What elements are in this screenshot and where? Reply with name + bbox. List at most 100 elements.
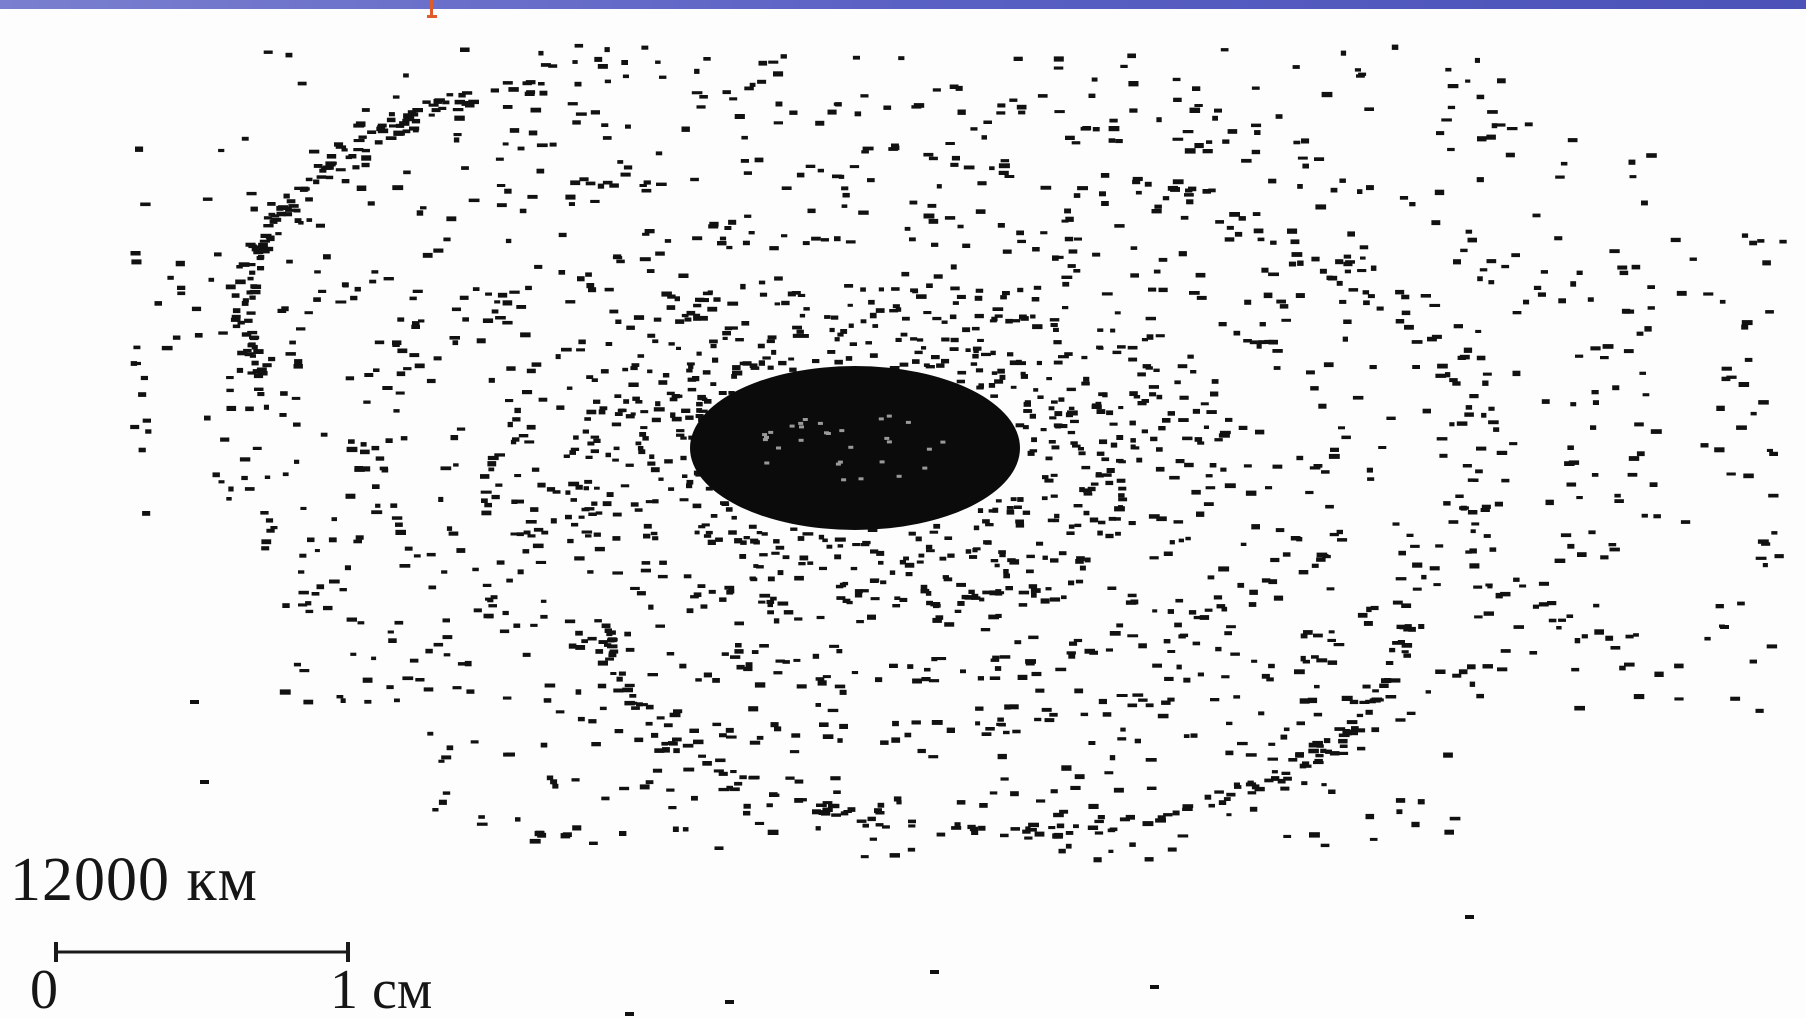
scatter-dot (298, 590, 309, 595)
scatter-dot (642, 232, 650, 236)
scatter-dot (696, 408, 703, 413)
scatter-dot (476, 822, 488, 826)
scatter-dot (1311, 655, 1319, 659)
scatter-dot (1118, 486, 1127, 491)
scatter-dot (450, 435, 459, 441)
scatter-dot (1372, 689, 1379, 693)
scatter-dot (997, 753, 1007, 760)
scatter-dot (1366, 185, 1374, 191)
scatter-dot (962, 243, 971, 248)
scatter-dot (1115, 531, 1121, 536)
scatter-dot (1193, 615, 1201, 620)
scatter-dot (972, 548, 978, 553)
scatter-dot (910, 337, 918, 341)
scatter-dot (935, 615, 944, 620)
scatter-dot (1532, 213, 1541, 218)
scatter-dot (817, 168, 824, 173)
scatter-dot (1255, 429, 1265, 435)
scatter-dot (1107, 586, 1117, 590)
scatter-dot (1027, 450, 1035, 456)
scatter-dot (957, 224, 964, 229)
scatter-dot (860, 855, 869, 859)
scatter-dot (842, 581, 849, 586)
scatter-dot (975, 706, 984, 711)
scatter-dot (565, 490, 571, 495)
scatter-dot (318, 289, 327, 293)
scatter-dot (1771, 531, 1778, 535)
scatter-dot (357, 621, 365, 625)
scatter-dot (1184, 462, 1194, 468)
scatter-dot (918, 553, 925, 558)
scatter-dot (1523, 299, 1530, 305)
scatter-dot (1325, 749, 1332, 754)
scatter-dot (1320, 843, 1330, 848)
scatter-dot (428, 103, 439, 107)
scatter-dot (530, 507, 539, 512)
scatter-dot (1004, 175, 1015, 178)
scatter-dot (1676, 290, 1687, 296)
scatter-dot (1053, 66, 1064, 70)
scatter-dot (912, 359, 920, 364)
scatter-dot (1157, 815, 1166, 819)
core-speckle (837, 460, 843, 464)
scatter-dot (1148, 287, 1157, 292)
scatter-dot (802, 241, 810, 246)
scatter-dot (1410, 544, 1420, 548)
scatter-dot (697, 394, 706, 401)
scatter-dot (1101, 201, 1109, 206)
scatter-dot (1077, 186, 1088, 191)
scatter-dot (395, 529, 406, 535)
scatter-dot (1129, 842, 1136, 847)
scatter-dot (743, 536, 750, 540)
scatter-dot (251, 344, 258, 350)
scatter-dot (1538, 602, 1549, 607)
scatter-dot (1116, 435, 1124, 440)
scatter-dot (433, 99, 442, 104)
scatter-dot (385, 136, 397, 140)
scatter-dot (743, 171, 752, 175)
scatter-dot (877, 802, 885, 808)
scatter-dot (1225, 417, 1233, 422)
scatter-dot (674, 394, 683, 398)
scatter-dot (858, 210, 869, 215)
scatter-dot (687, 387, 697, 392)
scatter-dot (565, 514, 572, 520)
scatter-dot (587, 636, 597, 641)
scatter-dot (668, 342, 675, 346)
scatter-dot (1042, 555, 1048, 560)
scatter-dot (1465, 915, 1474, 919)
scatter-dot (544, 683, 556, 688)
scatter-dot (597, 183, 605, 189)
scatter-dot (1102, 392, 1108, 398)
scatter-dot (1053, 360, 1063, 365)
scatter-dot (827, 708, 839, 713)
scatter-dot (1467, 510, 1478, 515)
scatter-dot (941, 337, 950, 342)
scatter-dot (1357, 612, 1368, 618)
scatter-dot (1184, 148, 1196, 154)
core-speckle (879, 460, 885, 464)
scatter-dot (957, 109, 966, 115)
scatter-dot (629, 694, 637, 698)
scatter-dot (837, 332, 844, 337)
scatter-dot (614, 729, 624, 734)
scatter-dot (293, 662, 301, 667)
scatter-dot (403, 170, 411, 175)
scatter-dot (1226, 721, 1233, 726)
dense-core (690, 366, 1020, 530)
scatter-dot (546, 487, 556, 492)
scatter-dot (392, 95, 400, 99)
scatter-dot (1457, 355, 1466, 360)
scatter-dot (1173, 520, 1184, 524)
scatter-dot (1178, 418, 1189, 422)
scatter-dot (239, 457, 251, 462)
scatter-dot (1078, 451, 1086, 456)
scatter-dot (860, 319, 867, 324)
scatter-dot (1200, 402, 1209, 406)
scatter-dot (902, 316, 910, 321)
scatter-dot (1654, 671, 1664, 677)
scatter-dot (1343, 254, 1352, 259)
scatter-dot (683, 574, 692, 579)
scatter-dot (1558, 298, 1566, 304)
scatter-dot (1062, 281, 1070, 287)
